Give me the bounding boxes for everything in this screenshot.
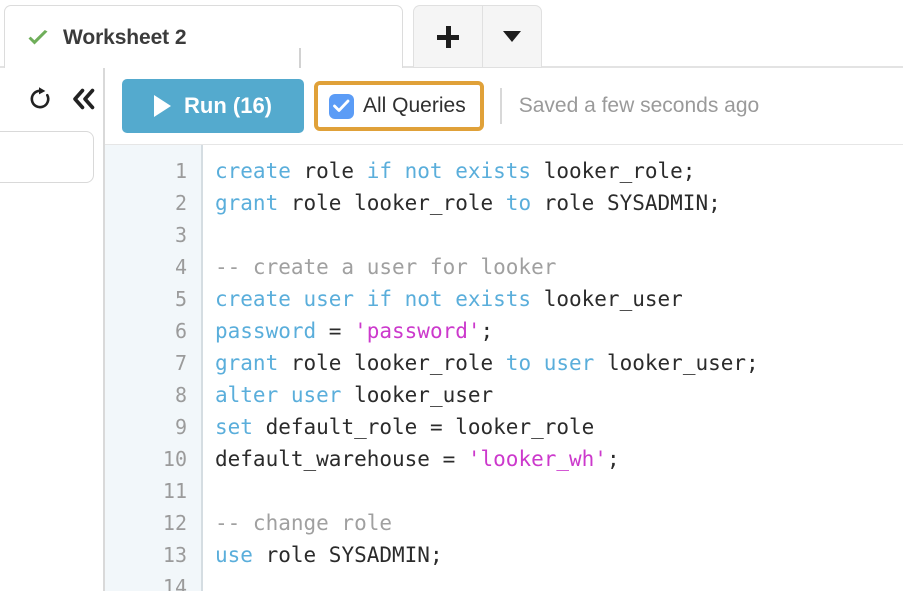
- worksheet-tab[interactable]: Worksheet 2: [4, 5, 403, 70]
- toolbar-separator: [499, 88, 502, 124]
- double-chevron-left-icon: [73, 88, 95, 110]
- code-token: create: [215, 159, 291, 183]
- code-content[interactable]: create role if not exists looker_role;gr…: [203, 145, 903, 591]
- code-token: create user if not exists: [215, 287, 532, 311]
- checkbox-box: [329, 93, 354, 119]
- code-line: -- create a user for looker: [215, 251, 903, 283]
- code-token: if not exists: [366, 159, 532, 183]
- line-number: 3: [174, 223, 187, 247]
- code-token: to: [505, 191, 532, 215]
- line-number: 2: [174, 191, 187, 215]
- code-token: role looker_role: [278, 191, 506, 215]
- check-icon: [333, 99, 350, 112]
- code-token: use: [215, 543, 253, 567]
- code-token: looker_role;: [531, 159, 696, 183]
- green-check-icon: [28, 30, 48, 45]
- code-token: 'looker_wh': [467, 447, 607, 471]
- worksheet-menu-button[interactable]: [482, 5, 542, 68]
- collapse-panel-button[interactable]: [69, 84, 99, 114]
- code-token: looker_user;: [594, 351, 759, 375]
- code-token: looker_user: [341, 383, 494, 407]
- code-token: grant: [215, 351, 279, 375]
- line-number: 13: [162, 543, 187, 567]
- code-token: to user: [505, 351, 595, 375]
- saved-status: Saved a few seconds ago: [518, 94, 760, 117]
- code-token: role SYSADMIN;: [531, 191, 721, 215]
- code-token: -- change role: [215, 511, 393, 535]
- plus-icon: [437, 25, 459, 48]
- run-button-label: Run (16): [184, 93, 272, 118]
- code-token: ;: [480, 319, 494, 343]
- tab-text-cursor: [299, 48, 301, 68]
- code-token: default_role = looker_role: [252, 415, 595, 439]
- code-line: -- change role: [215, 507, 903, 539]
- code-token: =: [316, 319, 355, 343]
- line-number: 7: [174, 351, 187, 375]
- tab-tools: [413, 5, 542, 68]
- line-number: 12: [162, 511, 187, 535]
- code-line: use role SYSADMIN;: [215, 539, 903, 571]
- code-token: grant: [215, 191, 279, 215]
- panel-divider[interactable]: [103, 68, 105, 591]
- editor-toolbar: Run (16) All Queries Saved a few seconds…: [105, 68, 903, 144]
- code-line: grant role looker_role to user looker_us…: [215, 347, 903, 379]
- chevron-down-icon: [503, 31, 521, 42]
- line-number: 14: [162, 575, 187, 591]
- code-token: role looker_role: [278, 351, 506, 375]
- line-number: 9: [174, 415, 187, 439]
- refresh-icon: [30, 87, 50, 109]
- all-queries-checkbox[interactable]: All Queries: [314, 81, 484, 131]
- code-line: default_warehouse = 'looker_wh';: [215, 443, 903, 475]
- code-token: default_warehouse =: [215, 447, 468, 471]
- play-icon: [154, 95, 171, 117]
- code-token: ;: [606, 447, 620, 471]
- code-token: role: [290, 159, 367, 183]
- code-line: [215, 571, 903, 591]
- editor-pane: Run (16) All Queries Saved a few seconds…: [105, 68, 903, 591]
- code-line: create role if not exists looker_role;: [215, 155, 903, 187]
- left-rail-icons: [25, 84, 99, 114]
- code-line: [215, 219, 903, 251]
- code-token: -- create a user for looker: [215, 255, 557, 279]
- line-number: 5: [174, 287, 187, 311]
- code-line: [215, 475, 903, 507]
- worksheet-tab-bar: Worksheet 2: [0, 0, 903, 70]
- code-token: alter user: [215, 383, 342, 407]
- refresh-button[interactable]: [25, 84, 55, 114]
- add-worksheet-button[interactable]: [413, 5, 482, 68]
- line-number: 6: [174, 319, 187, 343]
- code-token: 'password': [354, 319, 481, 343]
- run-button[interactable]: Run (16): [122, 79, 304, 133]
- code-line: set default_role = looker_role: [215, 411, 903, 443]
- all-queries-label: All Queries: [363, 94, 466, 117]
- code-line: password = 'password';: [215, 315, 903, 347]
- line-number: 4: [174, 255, 187, 279]
- code-line: alter user looker_user: [215, 379, 903, 411]
- code-token: looker_user: [531, 287, 683, 311]
- code-token: set: [215, 415, 253, 439]
- line-number: 1: [174, 159, 187, 183]
- line-number: 11: [162, 479, 187, 503]
- worksheet-tab-title: Worksheet 2: [63, 26, 187, 49]
- code-token: password: [215, 319, 317, 343]
- line-number: 10: [162, 447, 187, 471]
- code-line: grant role looker_role to role SYSADMIN;: [215, 187, 903, 219]
- code-line: create user if not exists looker_user: [215, 283, 903, 315]
- code-token: role SYSADMIN;: [252, 543, 443, 567]
- line-number: 8: [174, 383, 187, 407]
- sidebar-search-input[interactable]: [0, 131, 94, 183]
- left-rail: [0, 68, 103, 591]
